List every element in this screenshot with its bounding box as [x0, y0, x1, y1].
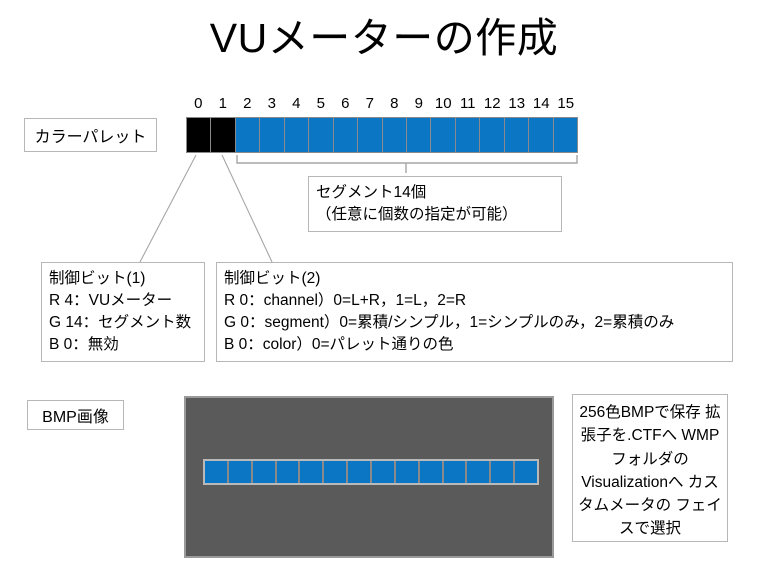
palette-index-8: 8	[390, 95, 399, 112]
palette-index-7: 7	[365, 95, 374, 112]
palette-cell-4[interactable]	[284, 118, 309, 152]
vu-segment-3	[276, 461, 299, 483]
palette-index-9: 9	[414, 95, 423, 112]
control-bit-1-line-4: B 0：無効	[49, 336, 119, 353]
segment-note-line-1: セグメント14個	[316, 184, 427, 201]
vu-segment-11	[467, 461, 490, 483]
palette-index-3: 3	[267, 95, 276, 112]
palette-cell-14[interactable]	[529, 118, 553, 152]
vu-segment-0	[205, 461, 227, 483]
palette-cell-11[interactable]	[455, 118, 480, 152]
palette-cell-10[interactable]	[431, 118, 455, 152]
vu-segment-4	[300, 461, 323, 483]
palette-index-1: 1	[218, 95, 227, 112]
save-instructions-note: 256色BMPで保存 拡張子を.CTFへ WMPフォルダの Visualizat…	[572, 394, 728, 542]
palette-cell-5[interactable]	[309, 118, 333, 152]
palette-cell-8[interactable]	[382, 118, 406, 152]
bmp-image-label-text: BMP画像	[42, 409, 109, 426]
palette-index-5: 5	[316, 95, 325, 112]
palette-index-0: 0	[194, 95, 203, 112]
palette-cell-7[interactable]	[358, 118, 382, 152]
vu-segment-13	[515, 461, 538, 483]
segment-range-brace	[236, 155, 578, 173]
color-palette-strip[interactable]	[186, 117, 578, 153]
save-note-line-6: フェイスで選択	[618, 497, 722, 538]
control-bit-2-box: 制御ビット(2) R 0：channel）0=L+R，1=L，2=R G 0：s…	[216, 262, 733, 362]
palette-index-6: 6	[341, 95, 350, 112]
palette-cell-15[interactable]	[553, 118, 577, 152]
bmp-image-preview	[184, 396, 554, 558]
vu-segment-2	[252, 461, 275, 483]
vu-segment-5	[324, 461, 347, 483]
control-bit-1-line-2: R 4：VUメーター	[49, 292, 173, 309]
control-bit-2-line-3: G 0：segment）0=累積/シンプル，1=シンプルのみ，2=累積のみ	[224, 314, 675, 331]
palette-cell-6[interactable]	[333, 118, 358, 152]
page-title: VUメーターの作成	[209, 15, 559, 61]
save-note-line-3: WMPフォルダの	[611, 427, 720, 468]
palette-cell-1[interactable]	[211, 118, 235, 152]
palette-index-13: 13	[508, 95, 526, 112]
control-bit-2-line-1: 制御ビット(2)	[224, 270, 321, 287]
palette-index-2: 2	[243, 95, 252, 112]
vu-segment-9	[419, 461, 442, 483]
vu-segment-12	[491, 461, 514, 483]
control-bit-1-box: 制御ビット(1) R 4：VUメーター G 14：セグメント数 B 0：無効	[41, 262, 205, 362]
save-note-line-1: 256色BMPで保存	[579, 404, 701, 421]
vu-segment-7	[372, 461, 394, 483]
vu-segment-6	[348, 461, 371, 483]
palette-index-11: 11	[459, 95, 476, 112]
palette-index-4: 4	[292, 95, 301, 112]
color-palette-label: カラーパレット	[24, 118, 157, 152]
palette-cell-2[interactable]	[235, 118, 260, 152]
segment-note-line-2: （任意に個数の指定が可能）	[316, 206, 518, 223]
save-note-line-4: Visualizationへ	[581, 473, 684, 491]
vu-segment-1	[228, 461, 251, 483]
palette-index-12: 12	[483, 95, 501, 112]
control-bit-2-line-2: R 0：channel）0=L+R，1=L，2=R	[224, 292, 467, 309]
vu-segment-10	[443, 461, 466, 483]
palette-index-14: 14	[532, 95, 550, 112]
vu-segment-8	[395, 461, 418, 483]
color-palette-label-text: カラーパレット	[34, 129, 147, 146]
bmp-image-label: BMP画像	[27, 400, 124, 430]
save-note-line-2: 拡張子を.CTFへ	[580, 404, 721, 445]
palette-cell-13[interactable]	[504, 118, 529, 152]
palette-index-10: 10	[434, 95, 452, 112]
vu-meter-segment-bar	[203, 459, 539, 485]
palette-cell-9[interactable]	[406, 118, 431, 152]
palette-cell-12[interactable]	[480, 118, 504, 152]
palette-cell-3[interactable]	[260, 118, 284, 152]
control-bit-2-line-4: B 0：color）0=パレット通りの色	[224, 336, 454, 353]
save-note-line-5: カスタムメータの	[578, 473, 719, 514]
palette-index-15: 15	[557, 95, 575, 112]
control-bit-1-line-1: 制御ビット(1)	[49, 270, 146, 287]
palette-cell-0[interactable]	[187, 118, 211, 152]
segment-count-note: セグメント14個 （任意に個数の指定が可能）	[308, 176, 562, 232]
control-bit-1-line-3: G 14：セグメント数	[49, 314, 192, 331]
